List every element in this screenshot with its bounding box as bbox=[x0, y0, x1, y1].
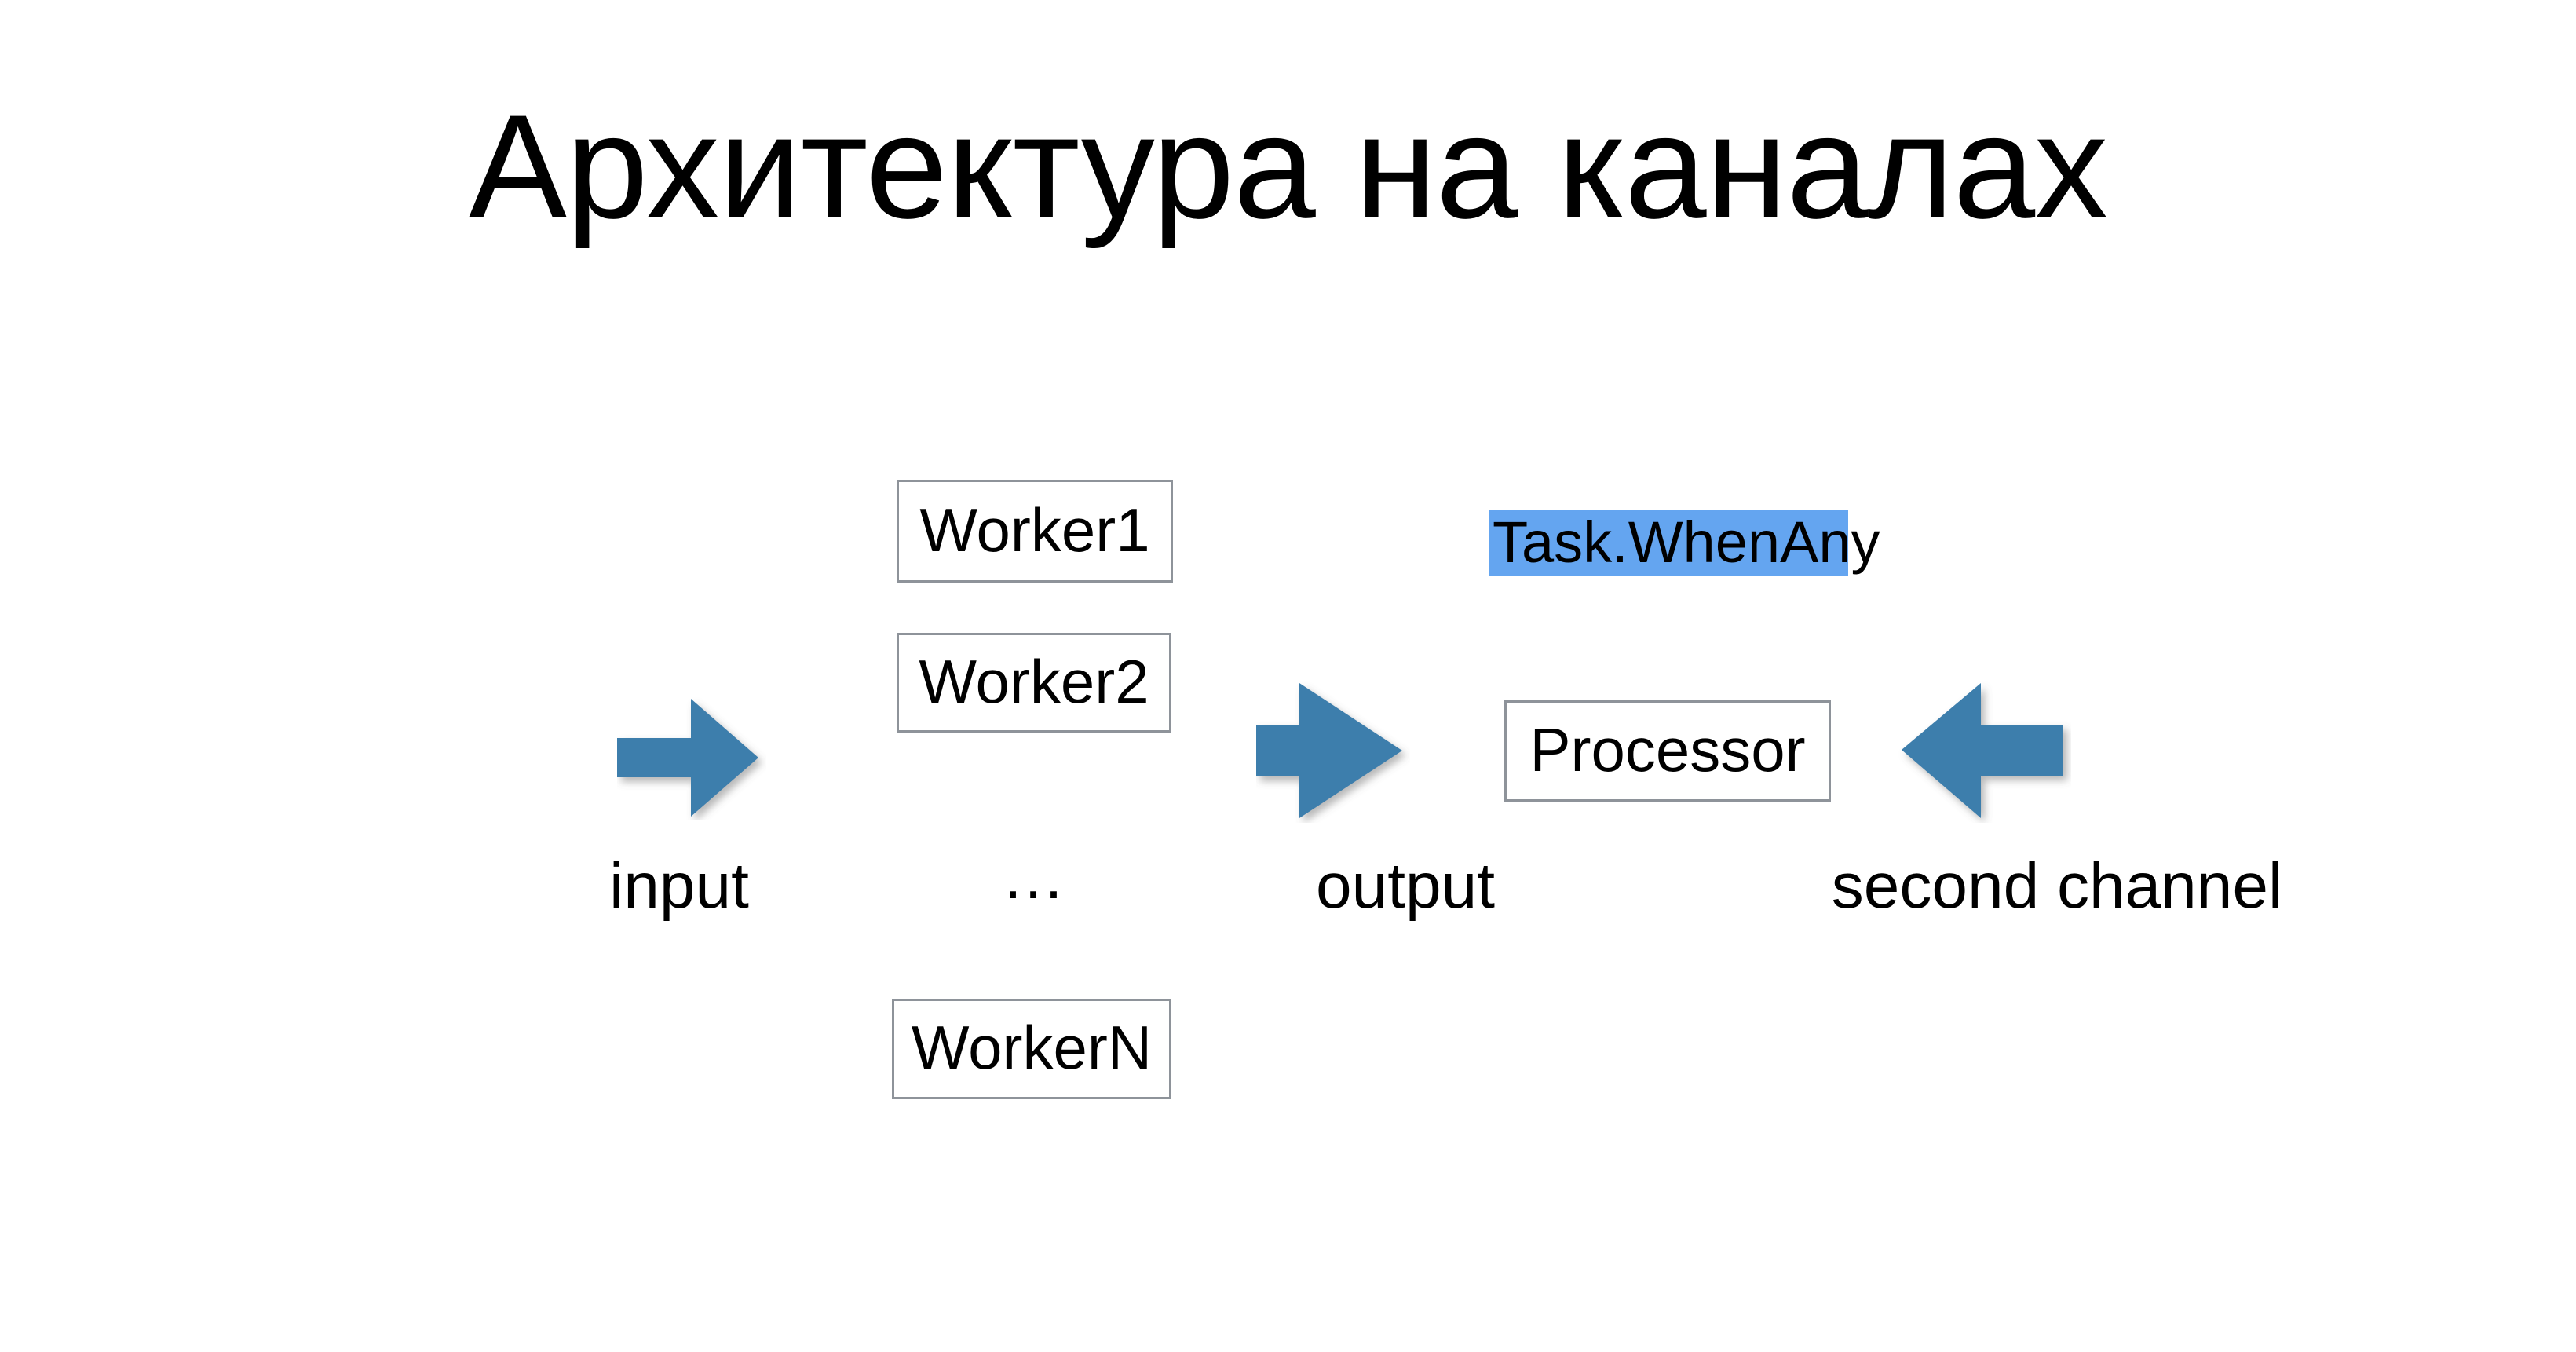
annotation-label: Task.WhenAny bbox=[1493, 510, 1880, 575]
node-box-workern: WorkerN bbox=[892, 999, 1171, 1099]
node-box-worker1: Worker1 bbox=[897, 480, 1173, 583]
node-label-worker1: Worker1 bbox=[919, 495, 1150, 565]
workers-ellipsis: … bbox=[1001, 841, 1069, 912]
node-label-workern: WorkerN bbox=[911, 1013, 1153, 1082]
node-label-worker2: Worker2 bbox=[919, 646, 1149, 716]
node-box-worker2: Worker2 bbox=[897, 633, 1171, 733]
node-box-processor: Processor bbox=[1504, 700, 1831, 802]
annotation-task-whenany: Task.WhenAny bbox=[1489, 510, 1880, 576]
caption-output: output bbox=[1316, 850, 1495, 922]
second-channel-arrow-icon bbox=[1898, 680, 2071, 823]
input-arrow-icon bbox=[617, 696, 766, 820]
caption-input: input bbox=[609, 850, 749, 922]
caption-second-channel: second channel bbox=[1831, 850, 2283, 922]
node-label-processor: Processor bbox=[1529, 714, 1806, 784]
output-arrow-icon bbox=[1256, 678, 1410, 823]
page-title: Архитектура на каналах bbox=[468, 84, 2108, 249]
